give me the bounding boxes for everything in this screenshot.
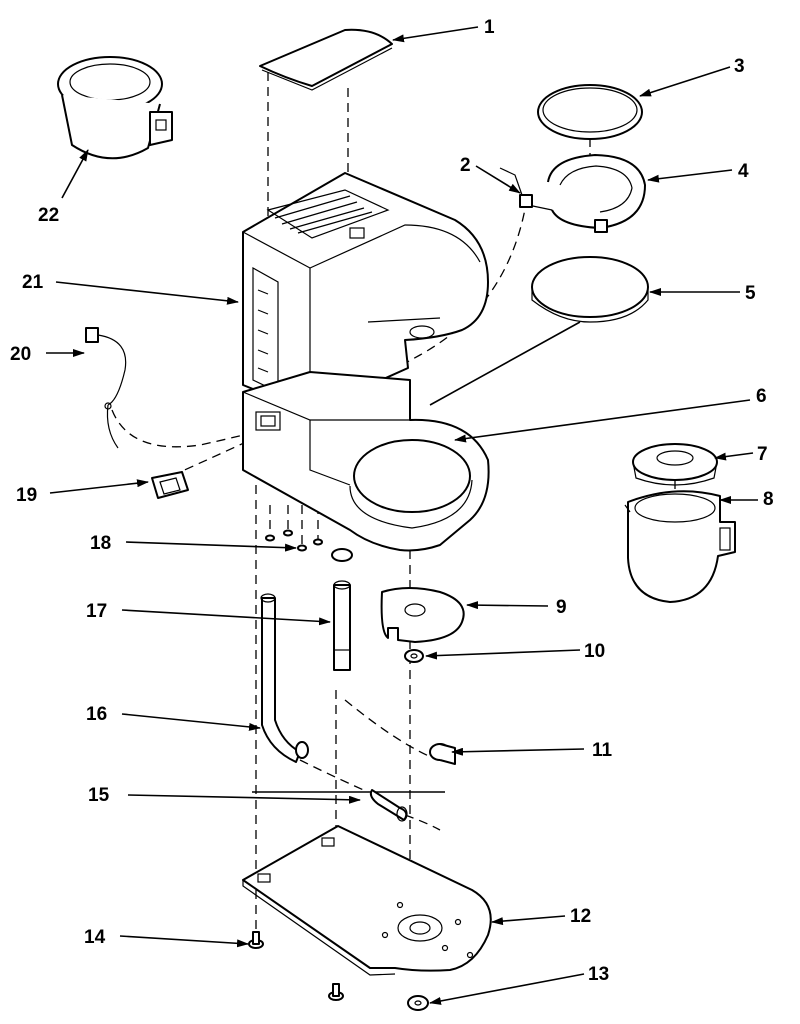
part-19-switch: [151, 471, 189, 499]
part-5-ring: [531, 256, 649, 323]
part-8-carafe: [624, 490, 736, 603]
part-11-coupling: [429, 743, 456, 765]
part-1-top-cover: [259, 28, 393, 91]
part-12-base-plate: [242, 825, 492, 976]
callout-20: 20: [10, 344, 31, 365]
callout-4: 4: [738, 161, 749, 182]
part-4-heating-element: [527, 154, 646, 233]
part-18-screws: [265, 529, 323, 552]
callout-6: 6: [756, 386, 767, 407]
part-20-power-cord: [85, 327, 127, 449]
part-10-nut: [404, 649, 424, 663]
callout-11: 11: [592, 740, 613, 761]
callout-19: 19: [16, 485, 37, 506]
callout-labels: 1 2 3 4 5 6 7 8 9 10 11 12 13 14 15 16 1…: [10, 17, 774, 985]
part-16-hose: [260, 593, 309, 763]
callout-14: 14: [84, 927, 106, 948]
part-21-upper-housing: [242, 172, 489, 413]
part-3-gasket: [537, 84, 643, 140]
callout-18: 18: [90, 533, 111, 554]
part-9-warming-plate: [380, 587, 465, 643]
callout-16: 16: [86, 704, 107, 725]
part-2-thermostat: [499, 167, 533, 208]
callout-17: 17: [86, 601, 107, 622]
part-14-screws: [248, 931, 344, 1001]
callout-2: 2: [460, 155, 471, 176]
callout-9: 9: [556, 597, 567, 618]
part-7-carafe-lid: [632, 443, 718, 486]
part-17-tube: [331, 548, 353, 671]
callout-8: 8: [763, 489, 774, 510]
part-13-nut: [407, 995, 429, 1011]
callout-22: 22: [38, 205, 59, 226]
callout-13: 13: [588, 964, 609, 985]
part-22-filter-basket: [57, 56, 173, 160]
part-15-tube: [369, 789, 408, 822]
callout-21: 21: [22, 272, 44, 293]
callout-10: 10: [584, 641, 605, 662]
callout-12: 12: [570, 906, 591, 927]
callout-3: 3: [734, 56, 745, 77]
callout-1: 1: [484, 17, 495, 38]
callout-5: 5: [745, 283, 756, 304]
callout-leaders: [46, 26, 758, 1005]
part-6-base-housing: [242, 371, 490, 552]
callout-15: 15: [88, 785, 110, 806]
callout-7: 7: [757, 444, 768, 465]
